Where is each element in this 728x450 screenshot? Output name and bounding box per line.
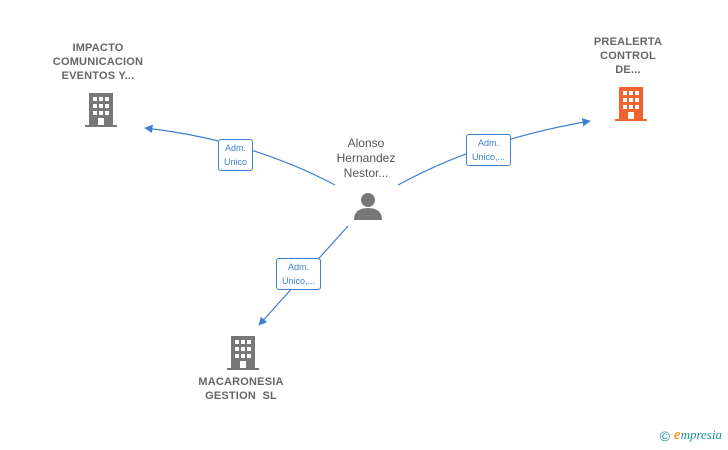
brand-logo-rest: mpresia: [680, 427, 722, 442]
person-name[interactable]: Alonso Hernandez Nestor...: [316, 136, 416, 181]
edge-label-impacto[interactable]: Adm. Unico: [218, 139, 254, 171]
company-name-line: DE...: [615, 64, 641, 76]
building-icon[interactable]: [85, 91, 117, 127]
copyright-icon: ©: [659, 427, 670, 444]
company-name-line: EVENTOS Y...: [61, 70, 135, 82]
person-icon[interactable]: [353, 192, 383, 220]
edge-label-macaronesia[interactable]: Adm. Unico,...: [276, 258, 322, 290]
brand-logo-e: e: [673, 427, 681, 443]
edge-label-line: Unico,...: [282, 276, 316, 286]
company-name-prealerta[interactable]: PREALERTA CONTROL DE...: [578, 35, 678, 77]
edge-label-line: Adm.: [288, 262, 310, 272]
company-name-line: MACARONESIA: [198, 376, 284, 388]
company-name-line: PREALERTA: [593, 36, 663, 48]
company-name-line: IMPACTO: [72, 42, 124, 54]
brand-footer: © empresia: [660, 427, 722, 444]
edge-label-line: Unico,...: [472, 152, 506, 162]
company-name-line: CONTROL: [600, 50, 656, 62]
edge-label-prealerta[interactable]: Adm. Unico,...: [466, 134, 512, 166]
brand-logo[interactable]: empresia: [674, 427, 722, 444]
building-icon[interactable]: [615, 85, 647, 121]
edge-label-line: Unico: [224, 157, 248, 167]
edge-label-line: Adm.: [478, 138, 500, 148]
building-icon[interactable]: [227, 334, 259, 370]
company-name-macaronesia[interactable]: MACARONESIA GESTION SL: [186, 375, 296, 403]
person-name-line: Alonso: [347, 136, 385, 150]
person-name-line: Nestor...: [343, 166, 389, 180]
edge-label-line: Adm.: [225, 143, 247, 153]
company-name-impacto[interactable]: IMPACTO COMUNICACION EVENTOS Y...: [48, 41, 148, 83]
company-name-line: COMUNICACION: [52, 56, 144, 68]
company-name-line: GESTION SL: [205, 390, 277, 402]
person-name-line: Hernandez: [336, 151, 396, 165]
